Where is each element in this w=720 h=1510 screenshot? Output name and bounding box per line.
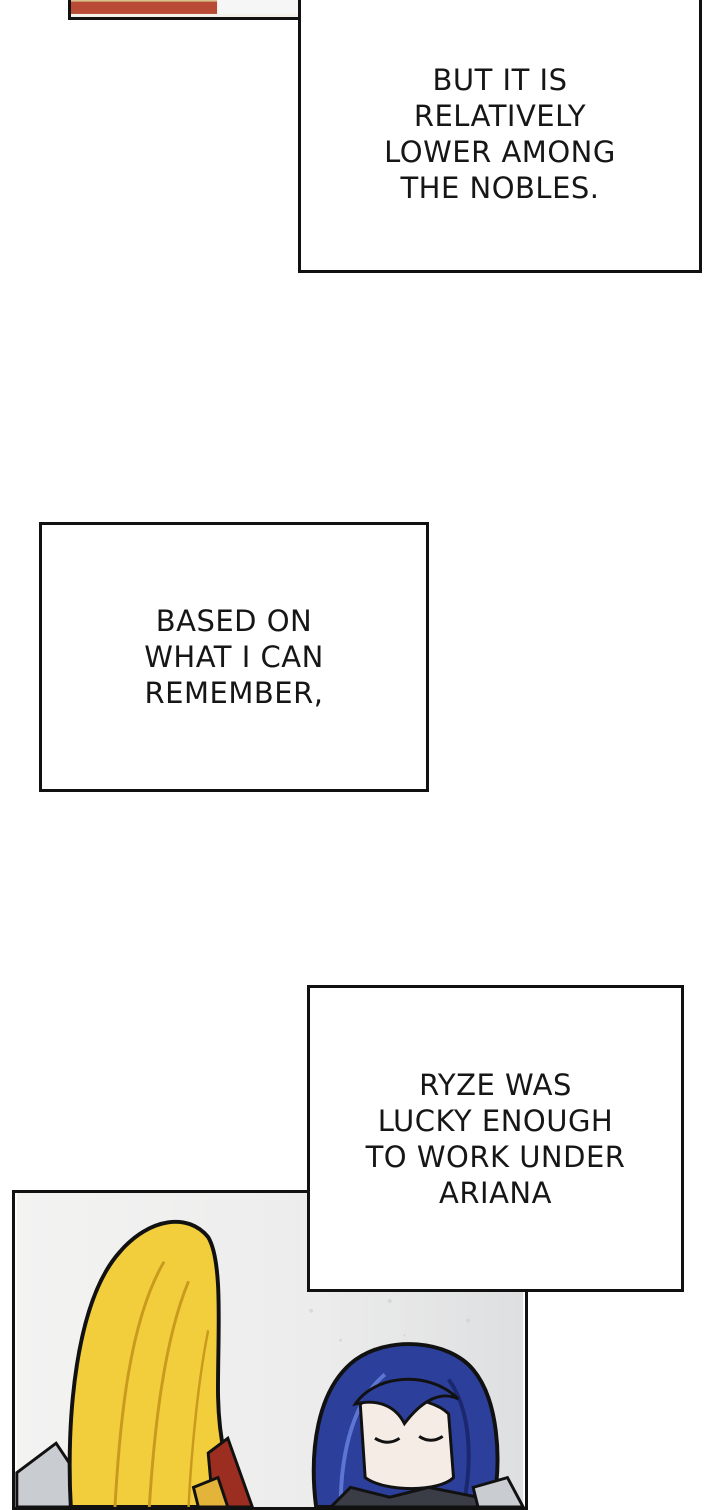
narration-box-2: BASED ON WHAT I CAN REMEMBER, (39, 522, 429, 792)
blonde-hair (67, 1219, 245, 1507)
narration-text-1: BUT IT IS RELATIVELY LOWER AMONG THE NOB… (384, 62, 616, 205)
characters-illustration (15, 1193, 525, 1507)
narration-box-3: RYZE WAS LUCKY ENOUGH TO WORK UNDER ARIA… (307, 985, 684, 1292)
top-art-panel (68, 0, 302, 20)
character-art-panel (12, 1190, 528, 1510)
top-panel-art (71, 0, 299, 17)
narration-text-2: BASED ON WHAT I CAN REMEMBER, (144, 604, 324, 710)
narration-box-1: BUT IT IS RELATIVELY LOWER AMONG THE NOB… (298, 0, 702, 273)
narration-text-3: RYZE WAS LUCKY ENOUGH TO WORK UNDER ARIA… (365, 1067, 626, 1210)
